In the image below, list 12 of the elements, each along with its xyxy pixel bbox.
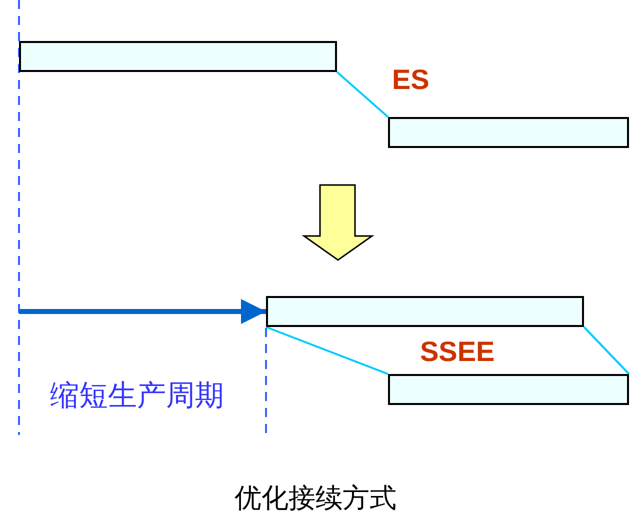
connector-line — [266, 326, 388, 375]
connector-line — [583, 326, 630, 375]
bar — [19, 41, 337, 72]
bar — [266, 296, 584, 327]
relation-label: ES — [392, 66, 430, 94]
bar — [388, 374, 629, 405]
caption: 优化接续方式 — [234, 485, 398, 512]
span-label: 缩短生产周期 — [50, 381, 224, 410]
connector-line — [336, 71, 389, 118]
arrow — [19, 299, 266, 324]
relation-label: SSEE — [420, 338, 495, 366]
bar — [388, 117, 629, 148]
